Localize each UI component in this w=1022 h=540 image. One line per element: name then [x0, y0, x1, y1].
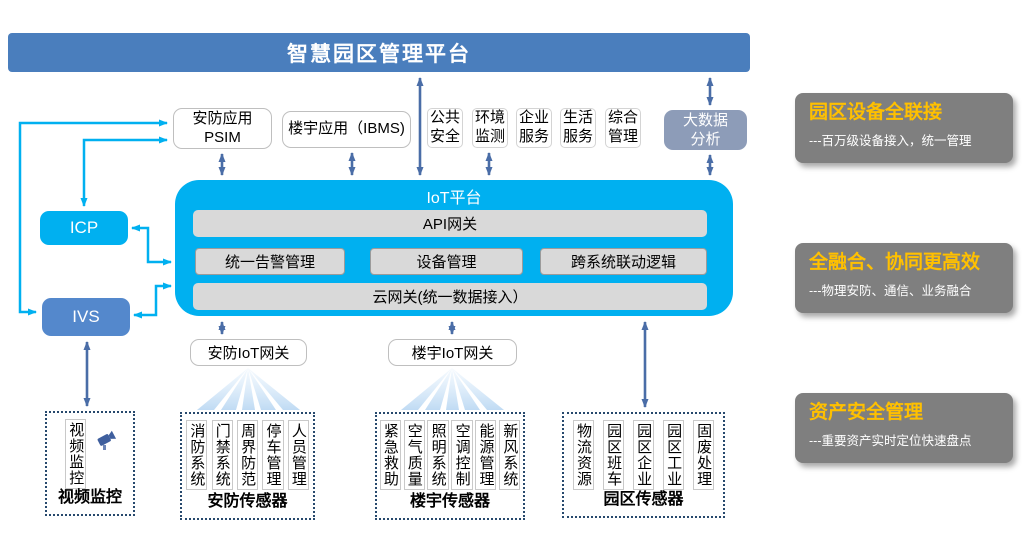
sensor-column: 视频监控: [65, 419, 87, 489]
ivs-node: IVS: [42, 298, 130, 336]
psim-label-line1: 安防应用: [192, 109, 253, 127]
sensor-column: 紧急救助: [379, 420, 401, 490]
video-group-label: 视频监控: [57, 489, 122, 506]
service-living: 生活 服务: [560, 108, 596, 148]
module-device-management: 设备管理: [370, 248, 523, 275]
sensor-column: 物流资源: [572, 420, 595, 490]
benefit-title: 园区设备全联接: [809, 102, 943, 123]
service-public-safety: 公共 安全: [427, 108, 463, 148]
sensor-column: 空气质量: [403, 420, 425, 490]
arrow-icp-psim: [80, 136, 168, 207]
page-title: 智慧园区管理平台: [8, 33, 750, 72]
sensor-column: 园区企业: [632, 420, 655, 490]
benefit-card-asset-security: 资产安全管理 ---重要资产实时定位快速盘点: [795, 393, 1013, 463]
building-gateway-fan: [401, 368, 504, 410]
app-ibms: 楼宇应用（IBMS): [282, 111, 411, 148]
park-group-label: 园区传感器: [603, 491, 684, 508]
building-sensor-group: 紧急救助 空气质量 照明系统 空调控制 能源管理 新风系统 楼宇传感器: [375, 412, 525, 520]
security-sensor-group: 消防系统 门禁系统 周界防范 停车管理 人员管理 安防传感器: [180, 412, 315, 520]
service-enterprise: 企业 服务: [516, 108, 552, 148]
service-comprehensive: 综合 管理: [605, 108, 641, 148]
arrow-icp-platform: [131, 224, 172, 266]
bigdata-label-line1: 大数据: [682, 111, 728, 129]
api-gateway-bar: API网关: [193, 210, 707, 237]
building-group-label: 楼宇传感器: [409, 493, 490, 510]
benefit-desc: ---物理安防、通信、业务融合: [809, 283, 972, 298]
sensor-column: 消防系统: [186, 420, 208, 490]
benefit-card-convergence: 全融合、协同更高效 ---物理安防、通信、业务融合: [795, 243, 1013, 313]
park-sensor-group: 物流资源 园区班车 园区企业 园区工业 固废处理 园区传感器: [562, 412, 725, 518]
sensor-column: 照明系统: [427, 420, 449, 490]
sensor-column: 园区工业: [662, 420, 685, 490]
icp-node: ICP: [40, 211, 128, 245]
iot-platform-title: IoT平台: [426, 190, 482, 207]
security-iot-gateway: 安防IoT网关: [190, 339, 307, 366]
benefit-card-device-connection: 园区设备全联接 ---百万级设备接入，统一管理: [795, 93, 1013, 163]
module-cross-system-linkage: 跨系统联动逻辑: [540, 248, 707, 275]
cloud-gateway-bar: 云网关(统一数据接入）: [193, 283, 707, 310]
benefit-title: 资产安全管理: [809, 402, 924, 423]
camera-icon: [97, 430, 117, 450]
service-label: 监测: [474, 128, 505, 145]
benefit-desc: ---百万级设备接入，统一管理: [809, 133, 972, 148]
bigdata-label-line2: 分析: [690, 131, 721, 148]
sensor-column: 停车管理: [262, 420, 284, 490]
ibms-label: 楼宇应用（IBMS): [288, 120, 405, 138]
sensor-column: 周界防范: [236, 420, 259, 490]
video-sensor-group: 视频监控 视频监控: [45, 411, 135, 516]
sensor-column: 空调控制: [451, 420, 473, 490]
service-label: 安全: [429, 128, 460, 145]
service-label: 服务: [562, 128, 593, 145]
service-label: 服务: [518, 128, 549, 145]
building-iot-gateway: 楼宇IoT网关: [388, 339, 517, 366]
service-label: 综合: [607, 109, 638, 127]
module-alarm-management: 统一告警管理: [195, 248, 345, 275]
service-env-monitoring: 环境 监测: [472, 108, 508, 148]
service-label: 企业: [518, 109, 549, 127]
security-gateway-fan: [197, 368, 300, 410]
sensor-column: 能源管理: [475, 420, 497, 490]
sensor-column: 固废处理: [692, 420, 715, 490]
bigdata-analysis-node: 大数据 分析: [664, 110, 747, 150]
benefit-desc: ---重要资产实时定位快速盘点: [809, 433, 972, 448]
service-label: 生活: [562, 109, 593, 127]
service-label: 管理: [607, 128, 638, 145]
sensor-column: 门禁系统: [211, 420, 233, 490]
service-label: 环境: [474, 109, 505, 127]
sensor-column: 新风系统: [499, 420, 521, 490]
app-psim: 安防应用 PSIM: [173, 108, 272, 149]
arrow-ivs-platform: [133, 282, 172, 319]
benefit-title: 全融合、协同更高效: [809, 252, 981, 273]
sensor-column: 园区班车: [602, 420, 625, 490]
psim-label-line2: PSIM: [204, 128, 241, 146]
sensor-column: 人员管理: [287, 420, 309, 490]
security-group-label: 安防传感器: [207, 493, 288, 510]
service-label: 公共: [429, 109, 460, 127]
